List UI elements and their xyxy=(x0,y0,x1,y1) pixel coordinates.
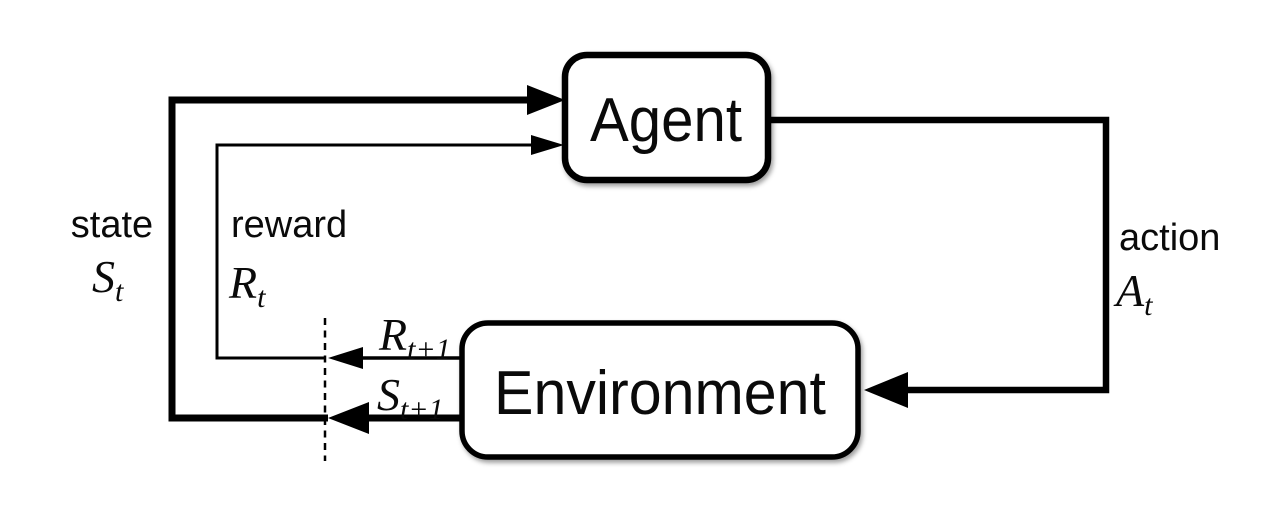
next-reward-arrowhead-left-icon xyxy=(328,347,363,369)
action-symbol-sub: t xyxy=(1144,289,1153,322)
state-wire xyxy=(168,96,553,422)
reward-symbol-label: Rt xyxy=(228,257,266,314)
next-state-arrowhead-left-icon xyxy=(328,402,369,434)
next-reward-symbol-main: R xyxy=(378,309,407,360)
state-symbol-main: S xyxy=(92,251,115,302)
environment-box xyxy=(459,320,861,460)
agent-label: Agent xyxy=(590,86,742,155)
action-arrowhead-left-icon xyxy=(864,372,908,408)
reward-symbol-main: R xyxy=(228,257,257,308)
state-word-label: state xyxy=(71,204,153,246)
next-reward-symbol-sub: t+1 xyxy=(407,333,451,366)
next-reward-symbol-label: Rt+1 xyxy=(378,309,451,366)
environment-label: Environment xyxy=(494,359,826,428)
action-wire xyxy=(768,116,1110,394)
reward-arrowhead-right-icon xyxy=(531,135,564,155)
action-word-label: action xyxy=(1119,217,1220,259)
next-state-symbol-label: St+1 xyxy=(377,369,444,426)
state-symbol-label: St xyxy=(92,251,124,308)
action-symbol-main: A xyxy=(1113,265,1145,316)
state-symbol-sub: t xyxy=(115,275,124,308)
state-arrowhead-right-icon xyxy=(527,85,565,115)
reward-wire xyxy=(215,143,535,360)
next-state-symbol-main: S xyxy=(377,369,400,420)
reward-symbol-sub: t xyxy=(257,281,266,314)
action-symbol-label: At xyxy=(1113,265,1153,322)
agent-box xyxy=(561,51,772,184)
reward-word-label: reward xyxy=(231,204,347,246)
next-state-symbol-sub: t+1 xyxy=(400,393,444,426)
